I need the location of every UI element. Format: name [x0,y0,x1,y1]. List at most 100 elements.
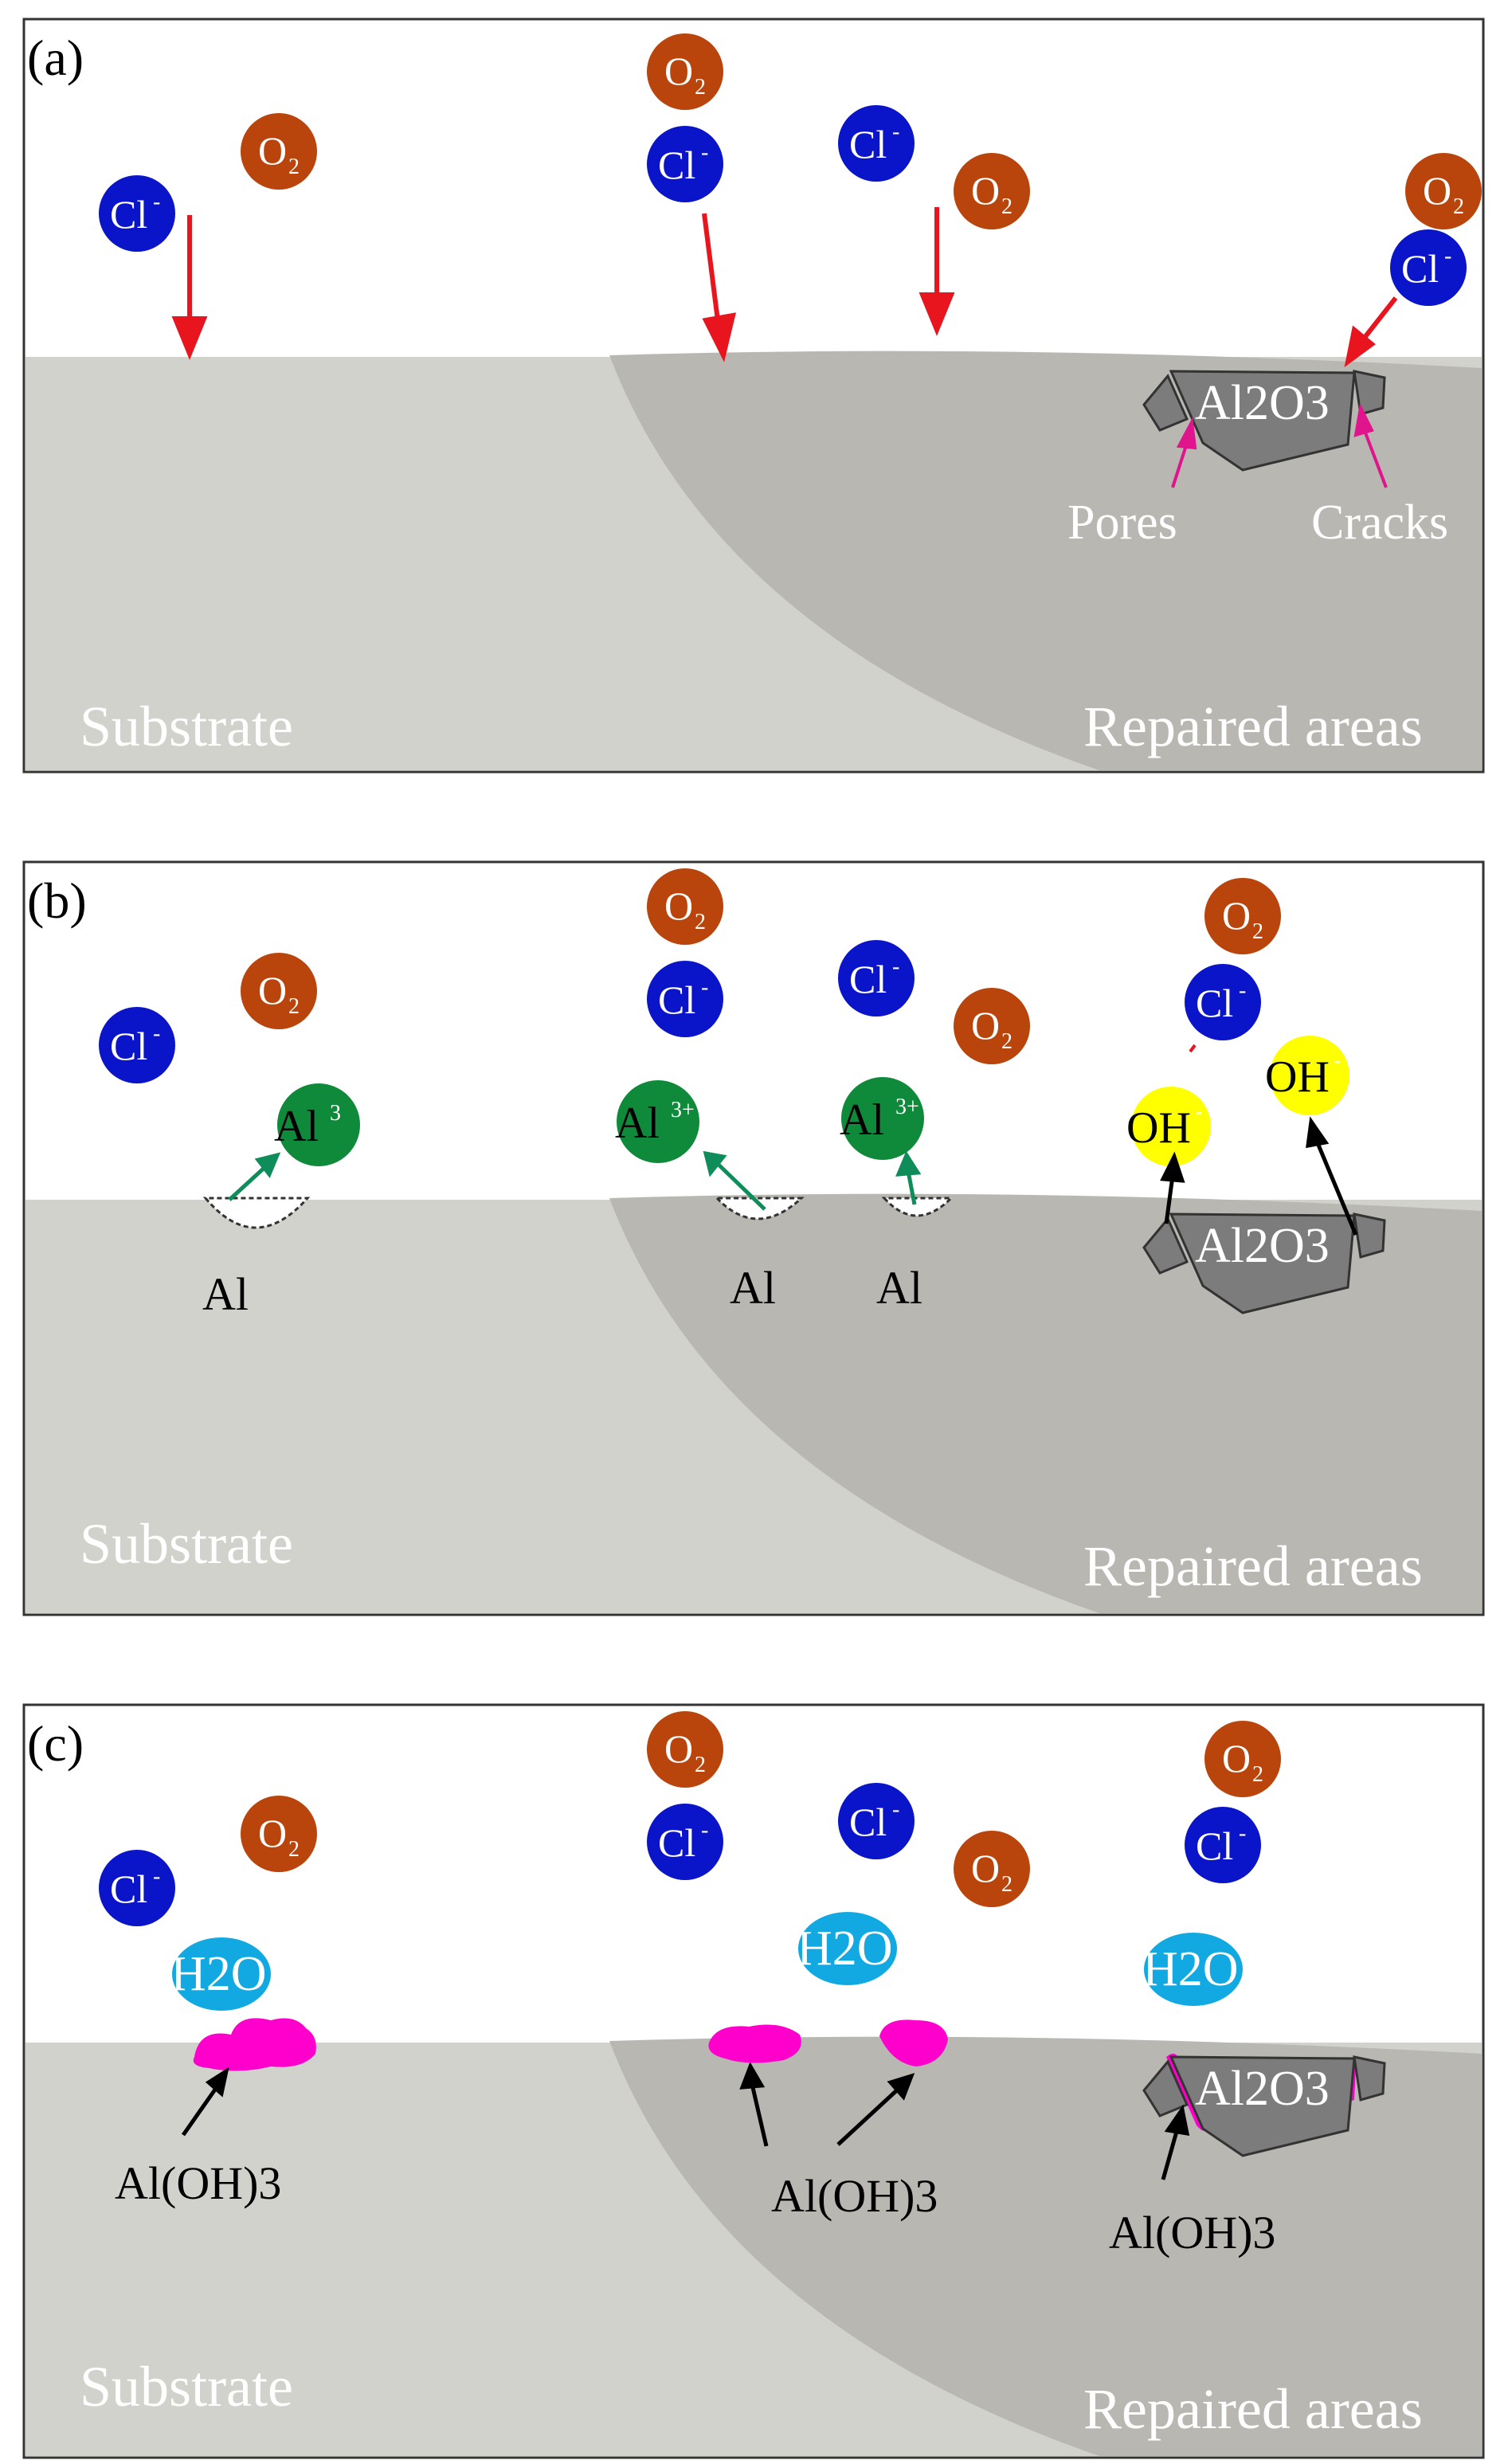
o2-molecule: O 2 [241,1796,317,1872]
deposit [879,2019,948,2066]
o2-molecule: O 2 [1405,153,1482,229]
svg-text:-: - [153,190,160,214]
svg-text:-: - [892,1797,899,1822]
chloride-ion: Cl - [838,940,915,1017]
chloride-ion: Cl - [99,175,175,252]
svg-text:Cl: Cl [1196,1824,1233,1868]
aloh3-label: Al(OH)3 [771,2170,938,2222]
corrosion-pits [202,1197,954,1229]
svg-text:-: - [892,954,899,979]
aloh3-deposits [193,2018,1356,2131]
o2-molecule: O 2 [241,953,317,1029]
svg-text:-: - [1239,978,1246,1003]
chloride-ion: Cl - [838,1783,915,1859]
al-label: Al [876,1262,922,1314]
pit [881,1197,954,1217]
o2-molecule: O 2 [647,1711,723,1788]
substrate-label: Substrate [80,1512,293,1576]
svg-text:OH: OH [1265,1052,1330,1102]
svg-text:H2O: H2O [1142,1942,1239,1996]
repaired-areas-label: Repaired areas [1083,1534,1423,1598]
water-molecule: H2O [1142,1933,1243,2006]
panel-c: (c) O 2 O 2 O 2 O 2 Cl - Cl - [22,1703,1485,2459]
pit [202,1197,311,1229]
svg-text:-: - [1444,244,1451,268]
o2-molecule: O 2 [1204,1721,1281,1797]
dash-mark [1189,1044,1197,1053]
alumina-particle: Al2O3 [1142,370,1386,472]
hydroxide-ion: OH - [1265,1036,1349,1115]
al2o3-label: Al2O3 [1195,376,1330,430]
svg-text:Cl: Cl [1401,246,1439,291]
svg-text:3+: 3+ [895,1095,919,1119]
svg-text:Al: Al [840,1095,884,1145]
svg-text:2: 2 [695,910,706,934]
svg-text:O: O [258,968,287,1013]
svg-text:2: 2 [1453,194,1464,219]
defect-arrows [1171,402,1388,488]
arrowhead [702,312,736,362]
svg-text:O: O [971,1846,1000,1890]
aloh3-label: Al(OH)3 [1109,2207,1275,2258]
svg-text:Cl: Cl [849,122,887,166]
svg-text:O: O [258,1811,287,1855]
panel-label: (b) [27,872,87,929]
svg-text:Cl: Cl [658,143,695,187]
deposit [193,2018,316,2071]
chloride-ion: Cl - [99,1850,175,1926]
svg-text:-: - [701,1818,708,1843]
svg-text:Cl: Cl [658,1820,695,1865]
pores-label: Pores [1067,496,1177,550]
svg-text:OH: OH [1126,1103,1191,1153]
svg-text:H2O: H2O [797,1921,893,1976]
arrow [702,213,721,327]
svg-text:Cl: Cl [849,957,887,1001]
alumina-particle: Al2O3 [1142,1212,1386,1314]
cracks-label: Cracks [1311,496,1448,550]
svg-text:Cl: Cl [110,1867,147,1911]
svg-text:-: - [701,140,708,165]
svg-text:H2O: H2O [170,1947,267,2001]
arrowhead [171,316,208,360]
water-molecule: H2O [170,1937,271,2011]
svg-text:2: 2 [288,1837,300,1862]
svg-text:-: - [1195,1099,1202,1124]
svg-text:2: 2 [1001,194,1013,219]
svg-text:-: - [701,975,708,1000]
o2-molecule: O 2 [241,113,317,190]
repaired-areas-label: Repaired areas [1083,695,1423,758]
svg-text:O: O [664,883,693,928]
svg-text:Cl: Cl [849,1800,887,1844]
svg-text:Al: Al [615,1099,660,1148]
panel-a: (a) O 2 O 2 O 2 O 2 Cl - Cl [22,18,1485,774]
diffusion-arrows [171,207,1398,367]
al2o3-label: Al2O3 [1195,2062,1330,2116]
panel-label: (c) [27,1715,84,1772]
chloride-ion: Cl - [99,1007,175,1083]
svg-text:O: O [971,1003,1000,1048]
chloride-ion: Cl - [1185,964,1261,1040]
svg-text:-: - [1334,1048,1341,1073]
svg-text:2: 2 [1252,1762,1263,1787]
o2-molecule: O 2 [647,33,723,110]
svg-text:Cl: Cl [1196,981,1233,1025]
chloride-ion: Cl - [647,126,723,202]
chloride-ion: Cl - [1185,1807,1261,1883]
repaired-areas-label: Repaired areas [1083,2377,1423,2441]
chloride-ion: Cl - [1390,229,1467,306]
svg-text:2: 2 [1001,1029,1013,1054]
alumina-particle: Al2O3 [1142,2055,1386,2157]
svg-text:O: O [1222,893,1251,938]
svg-text:3: 3 [330,1101,341,1126]
aluminum-ion: Al 3+ [615,1080,699,1163]
o2-molecule: O 2 [1204,878,1281,954]
dissolution-arrows [228,1150,922,1211]
svg-text:3+: 3+ [671,1098,695,1122]
arrowhead [1344,325,1376,367]
svg-text:O: O [1423,168,1451,213]
svg-text:Cl: Cl [110,192,147,237]
deposit [708,2024,801,2063]
substrate-label: Substrate [80,695,293,758]
oh-arrows [1160,1116,1358,1236]
